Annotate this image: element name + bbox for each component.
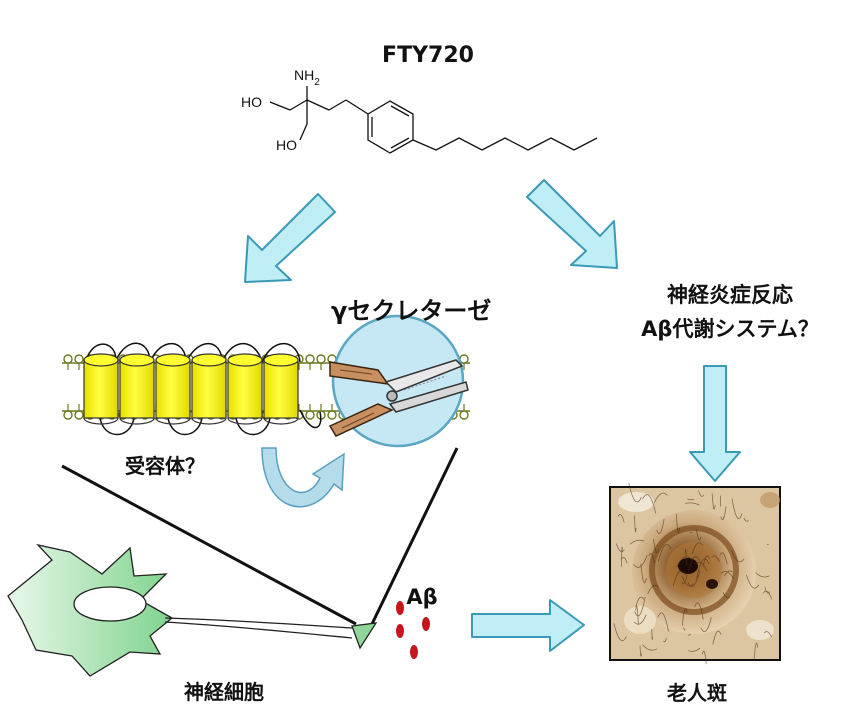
neuron-label: 神経細胞 [184, 680, 264, 704]
abeta-particles [396, 601, 430, 659]
receptor-helix [263, 353, 299, 425]
amine-label: NH2 [294, 67, 320, 88]
senile-plaque-label: 老人斑 [667, 681, 727, 705]
arrow-abeta-to-plaque [471, 599, 585, 652]
abeta-metabolism-label: Aβ代謝システム？ [641, 317, 819, 341]
receptor-helix [191, 353, 227, 425]
arrow-to-neuroinflammation [526, 179, 618, 269]
senile-plaque-micrograph [609, 482, 781, 665]
receptor-helix [227, 353, 263, 425]
hydroxyl-label-1: HO [241, 94, 262, 110]
receptor-helix [155, 353, 191, 425]
funnel-line-right [370, 447, 459, 625]
scissors-icon [328, 359, 469, 437]
hydroxyl-label-2: HO [276, 137, 297, 153]
funnel-line-left [61, 464, 357, 626]
receptor-helix [83, 353, 119, 425]
receptor-label: 受容体？ [125, 454, 205, 478]
neuroinflammation-label: 神経炎症反応 [667, 283, 793, 307]
receptor-helices [83, 353, 299, 425]
neuron-cell [7, 543, 378, 677]
abeta-label: Aβ [406, 585, 437, 609]
compound-title: FTY720 [382, 43, 474, 68]
axon-terminal [351, 622, 378, 650]
receptor-helix [119, 353, 155, 425]
fty720-structure [269, 86, 598, 154]
gamma-secretase-label: γセクレターゼ [331, 297, 491, 325]
uturn-arrow [261, 447, 345, 508]
arrow-to-senile-plaque-down [689, 365, 741, 482]
arrow-to-receptor [244, 193, 336, 283]
